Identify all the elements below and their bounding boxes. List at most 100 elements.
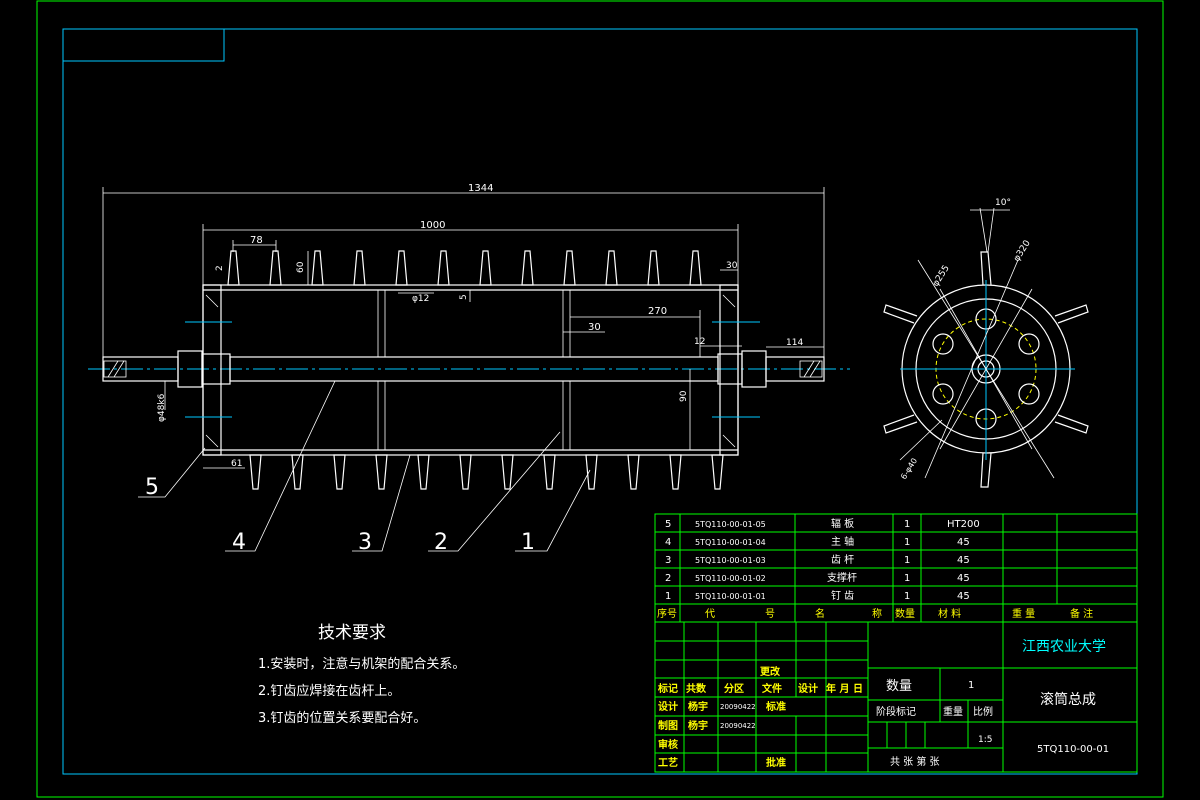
- qty-value: 1: [968, 680, 974, 691]
- part-name: 主 轴: [831, 535, 854, 548]
- part-qty: 1: [904, 573, 910, 584]
- approve-label: 批准: [766, 756, 786, 769]
- header-remark: 备 注: [1070, 607, 1093, 620]
- shaft: [102, 350, 825, 388]
- part-code: 5TQ110-00-01-05: [695, 520, 766, 529]
- part-name: 支撑杆: [827, 571, 857, 584]
- dim-left-end: 61: [231, 459, 242, 469]
- header-no: 序号: [657, 607, 677, 620]
- part-qty: 1: [904, 591, 910, 602]
- part-qty: 1: [904, 555, 910, 566]
- dim-ring-gap: 2: [215, 265, 225, 271]
- part-no: 4: [665, 537, 671, 548]
- part-qty: 1: [904, 537, 910, 548]
- part-code: 5TQ110-00-01-03: [695, 556, 766, 565]
- tech-item-3: 3.钉齿的位置关系要配合好。: [258, 710, 426, 726]
- university-name: 江西农业大学: [1022, 639, 1106, 655]
- parts-rows: 5 5TQ110-00-01-05 辐 板 1 HT200 4 5TQ110-0…: [665, 517, 980, 602]
- part-qty: 1: [904, 519, 910, 530]
- qty-label: 数量: [886, 679, 912, 694]
- part-material: 45: [957, 555, 970, 566]
- mark-label: 标记: [657, 682, 678, 695]
- bottom-teeth: [249, 454, 724, 490]
- dim-holes: 6-φ40: [899, 456, 919, 481]
- tech-title: 技术要求: [318, 623, 386, 643]
- drawing-number: 5TQ110-00-01: [1037, 744, 1109, 755]
- dim-shaft-dia: φ48k6: [157, 393, 167, 422]
- header-weight: 重 量: [1012, 607, 1035, 620]
- dim-drum-length: 1000: [420, 220, 445, 231]
- parts-table-grid: [654, 513, 1138, 623]
- dim-end-width: 30: [726, 261, 738, 271]
- corner-box: [63, 29, 225, 62]
- balloon-1: 1: [521, 530, 535, 555]
- header-material: 材 料: [938, 607, 961, 620]
- part-code: 5TQ110-00-01-02: [695, 574, 766, 583]
- check-label: 审核: [658, 738, 678, 751]
- part-no: 2: [665, 573, 671, 584]
- scale-label: 比例: [973, 705, 993, 718]
- designer-label: 设计: [798, 682, 818, 695]
- part-name: 钉 齿: [831, 590, 854, 602]
- part-material: 45: [957, 537, 970, 548]
- change-label: 更改: [760, 665, 781, 678]
- count-label: 共数: [686, 682, 707, 695]
- part-material: HT200: [947, 519, 980, 530]
- dim-hub: 12: [694, 337, 705, 347]
- title-block-grid: [654, 621, 1138, 773]
- part-no: 1: [665, 591, 671, 602]
- dim-overall-length: 1344: [468, 183, 493, 194]
- dim-support-width: 30: [588, 322, 601, 333]
- header-code-a: 代: [705, 608, 715, 620]
- tech-item-1: 1.安装时，注意与机架的配合关系。: [258, 656, 465, 672]
- header-name-a: 名: [815, 607, 825, 620]
- top-teeth: [227, 250, 702, 286]
- part-material: 45: [957, 573, 970, 584]
- balloon-4: 4: [232, 530, 246, 555]
- scale-value: 1:5: [978, 735, 992, 745]
- draw-name: 杨宇: [688, 719, 708, 732]
- dim-wall: 5: [459, 294, 469, 300]
- parts-header: 序号 代 号 名 称 数量 材 料 重 量 备 注: [657, 607, 1093, 620]
- header-qty: 数量: [895, 607, 915, 620]
- part-code: 5TQ110-00-01-01: [695, 592, 766, 601]
- balloon-5: 5: [145, 475, 159, 500]
- design-date: 20090422: [720, 703, 756, 711]
- dim-angle: 10°: [995, 198, 1011, 208]
- stage-label: 阶段标记: [876, 705, 916, 718]
- part-no: 5: [665, 519, 671, 530]
- side-view: [883, 207, 1089, 488]
- zone-label: 分区: [724, 682, 744, 695]
- outer-border: [36, 0, 1164, 798]
- part-name: 辐 板: [831, 517, 854, 530]
- balloon-2: 2: [434, 530, 448, 555]
- dim-dia-outer: φ320: [1012, 238, 1033, 263]
- drawing-name: 滚筒总成: [1040, 691, 1096, 708]
- dim-rod-dia: φ12: [412, 294, 429, 304]
- craft-label: 工艺: [658, 756, 678, 769]
- dim-support-pos: 270: [648, 306, 667, 317]
- inner-border: [62, 28, 1138, 775]
- leader-lines: [138, 380, 591, 552]
- part-name: 齿 杆: [831, 554, 854, 566]
- dim-shaft-end: 114: [786, 338, 803, 348]
- dim-dia-inner: φ255: [931, 264, 952, 289]
- title-block: 江西农业大学 滚筒总成 5TQ110-00-01 数量 1 阶段标记 重量 比例…: [657, 639, 1109, 769]
- draw-date: 20090422: [720, 722, 756, 730]
- file-label: 文件: [762, 682, 782, 695]
- design-name: 杨宇: [688, 700, 708, 713]
- header-name-b: 称: [872, 607, 882, 620]
- header-code-b: 号: [765, 608, 775, 620]
- dimension-lines: [102, 187, 825, 469]
- design-label: 设计: [658, 700, 678, 713]
- balloon-3: 3: [358, 530, 372, 555]
- part-code: 5TQ110-00-01-04: [695, 538, 766, 547]
- dim-tooth-height: 60: [296, 261, 306, 273]
- date-label: 年 月 日: [826, 682, 863, 695]
- dim-tooth-spacing: 78: [250, 235, 263, 246]
- dim-offset: 90: [679, 390, 689, 402]
- weight-label: 重量: [943, 705, 963, 718]
- tech-item-2: 2.钉齿应焊接在齿杆上。: [258, 683, 400, 699]
- part-material: 45: [957, 591, 970, 602]
